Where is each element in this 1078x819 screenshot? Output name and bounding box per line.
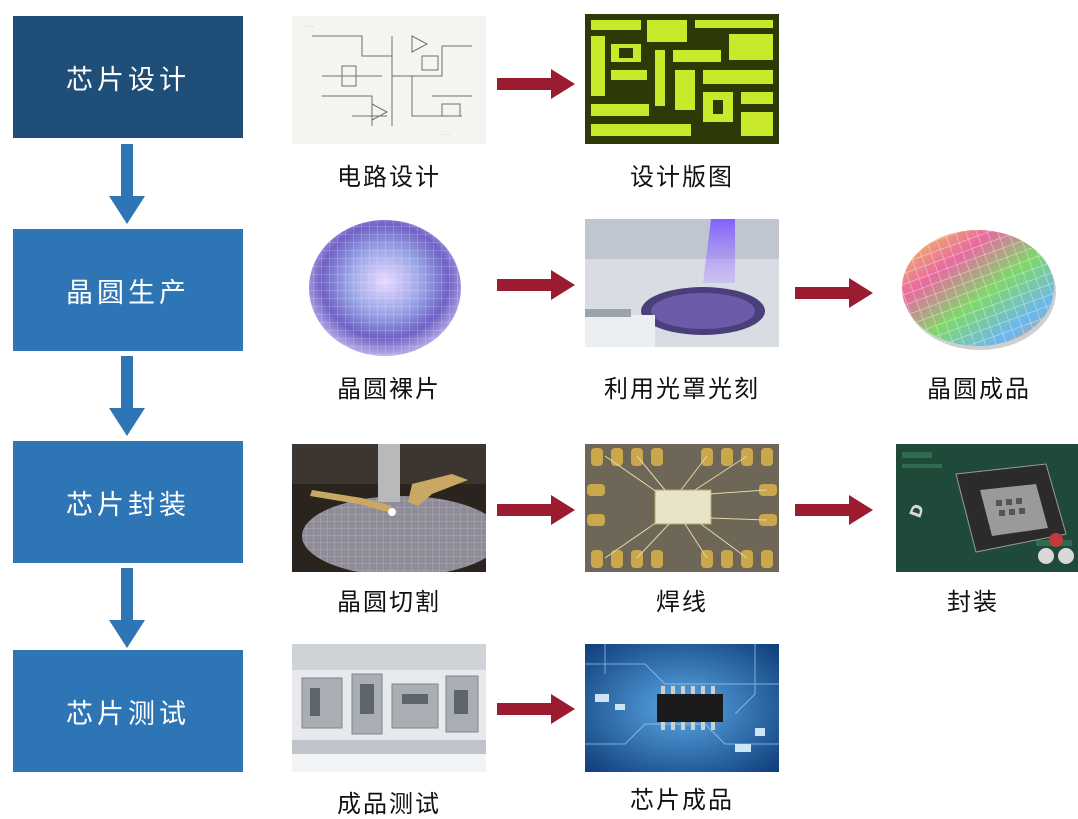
down-arrow-icon [109, 144, 145, 224]
stage-label: 芯片设计 [66, 64, 190, 96]
bare-wafer-image [305, 218, 465, 358]
step-caption: 设计版图 [630, 163, 734, 191]
finished-chip-on-board-image [585, 644, 779, 772]
stage-label: 晶圆生产 [66, 277, 190, 309]
wafer-dicing-image [292, 444, 486, 572]
wire-bonding-image [585, 444, 779, 572]
stage-box-chip-design: 芯片设计 [13, 16, 243, 138]
chip-layout-image [585, 14, 779, 144]
stage-label: 芯片封装 [66, 489, 190, 521]
step-caption: 晶圆裸片 [337, 375, 441, 403]
stage-label: 芯片测试 [66, 698, 190, 730]
right-arrow-icon [497, 694, 575, 724]
svg-text:D: D [906, 501, 928, 520]
stage-box-chip-packaging: 芯片封装 [13, 441, 243, 563]
cpu-socket-package-image: D [896, 444, 1078, 572]
right-arrow-icon [795, 278, 873, 308]
right-arrow-icon [497, 270, 575, 300]
photolithography-image [585, 219, 779, 347]
down-arrow-icon [109, 568, 145, 648]
right-arrow-icon [497, 69, 575, 99]
finished-wafer-image [898, 222, 1060, 356]
down-arrow-icon [109, 356, 145, 436]
step-caption: 芯片成品 [630, 786, 734, 814]
svg-text:· · · ·: · · · · [302, 24, 314, 30]
right-arrow-icon [795, 495, 873, 525]
step-caption: 封装 [947, 588, 999, 616]
right-arrow-icon [497, 495, 575, 525]
step-caption: 晶圆成品 [927, 375, 1031, 403]
circuit-schematic-image: · · · · · · · [292, 16, 486, 144]
step-caption: 电路设计 [337, 163, 441, 191]
step-caption: 利用光罩光刻 [604, 375, 760, 403]
step-caption: 晶圆切割 [337, 588, 441, 616]
step-caption: 焊线 [656, 588, 708, 616]
svg-text:· · ·: · · · [442, 132, 450, 138]
stage-box-wafer-production: 晶圆生产 [13, 229, 243, 351]
step-caption: 成品测试 [337, 790, 441, 818]
test-equipment-image [292, 644, 486, 772]
stage-box-chip-testing: 芯片测试 [13, 650, 243, 772]
